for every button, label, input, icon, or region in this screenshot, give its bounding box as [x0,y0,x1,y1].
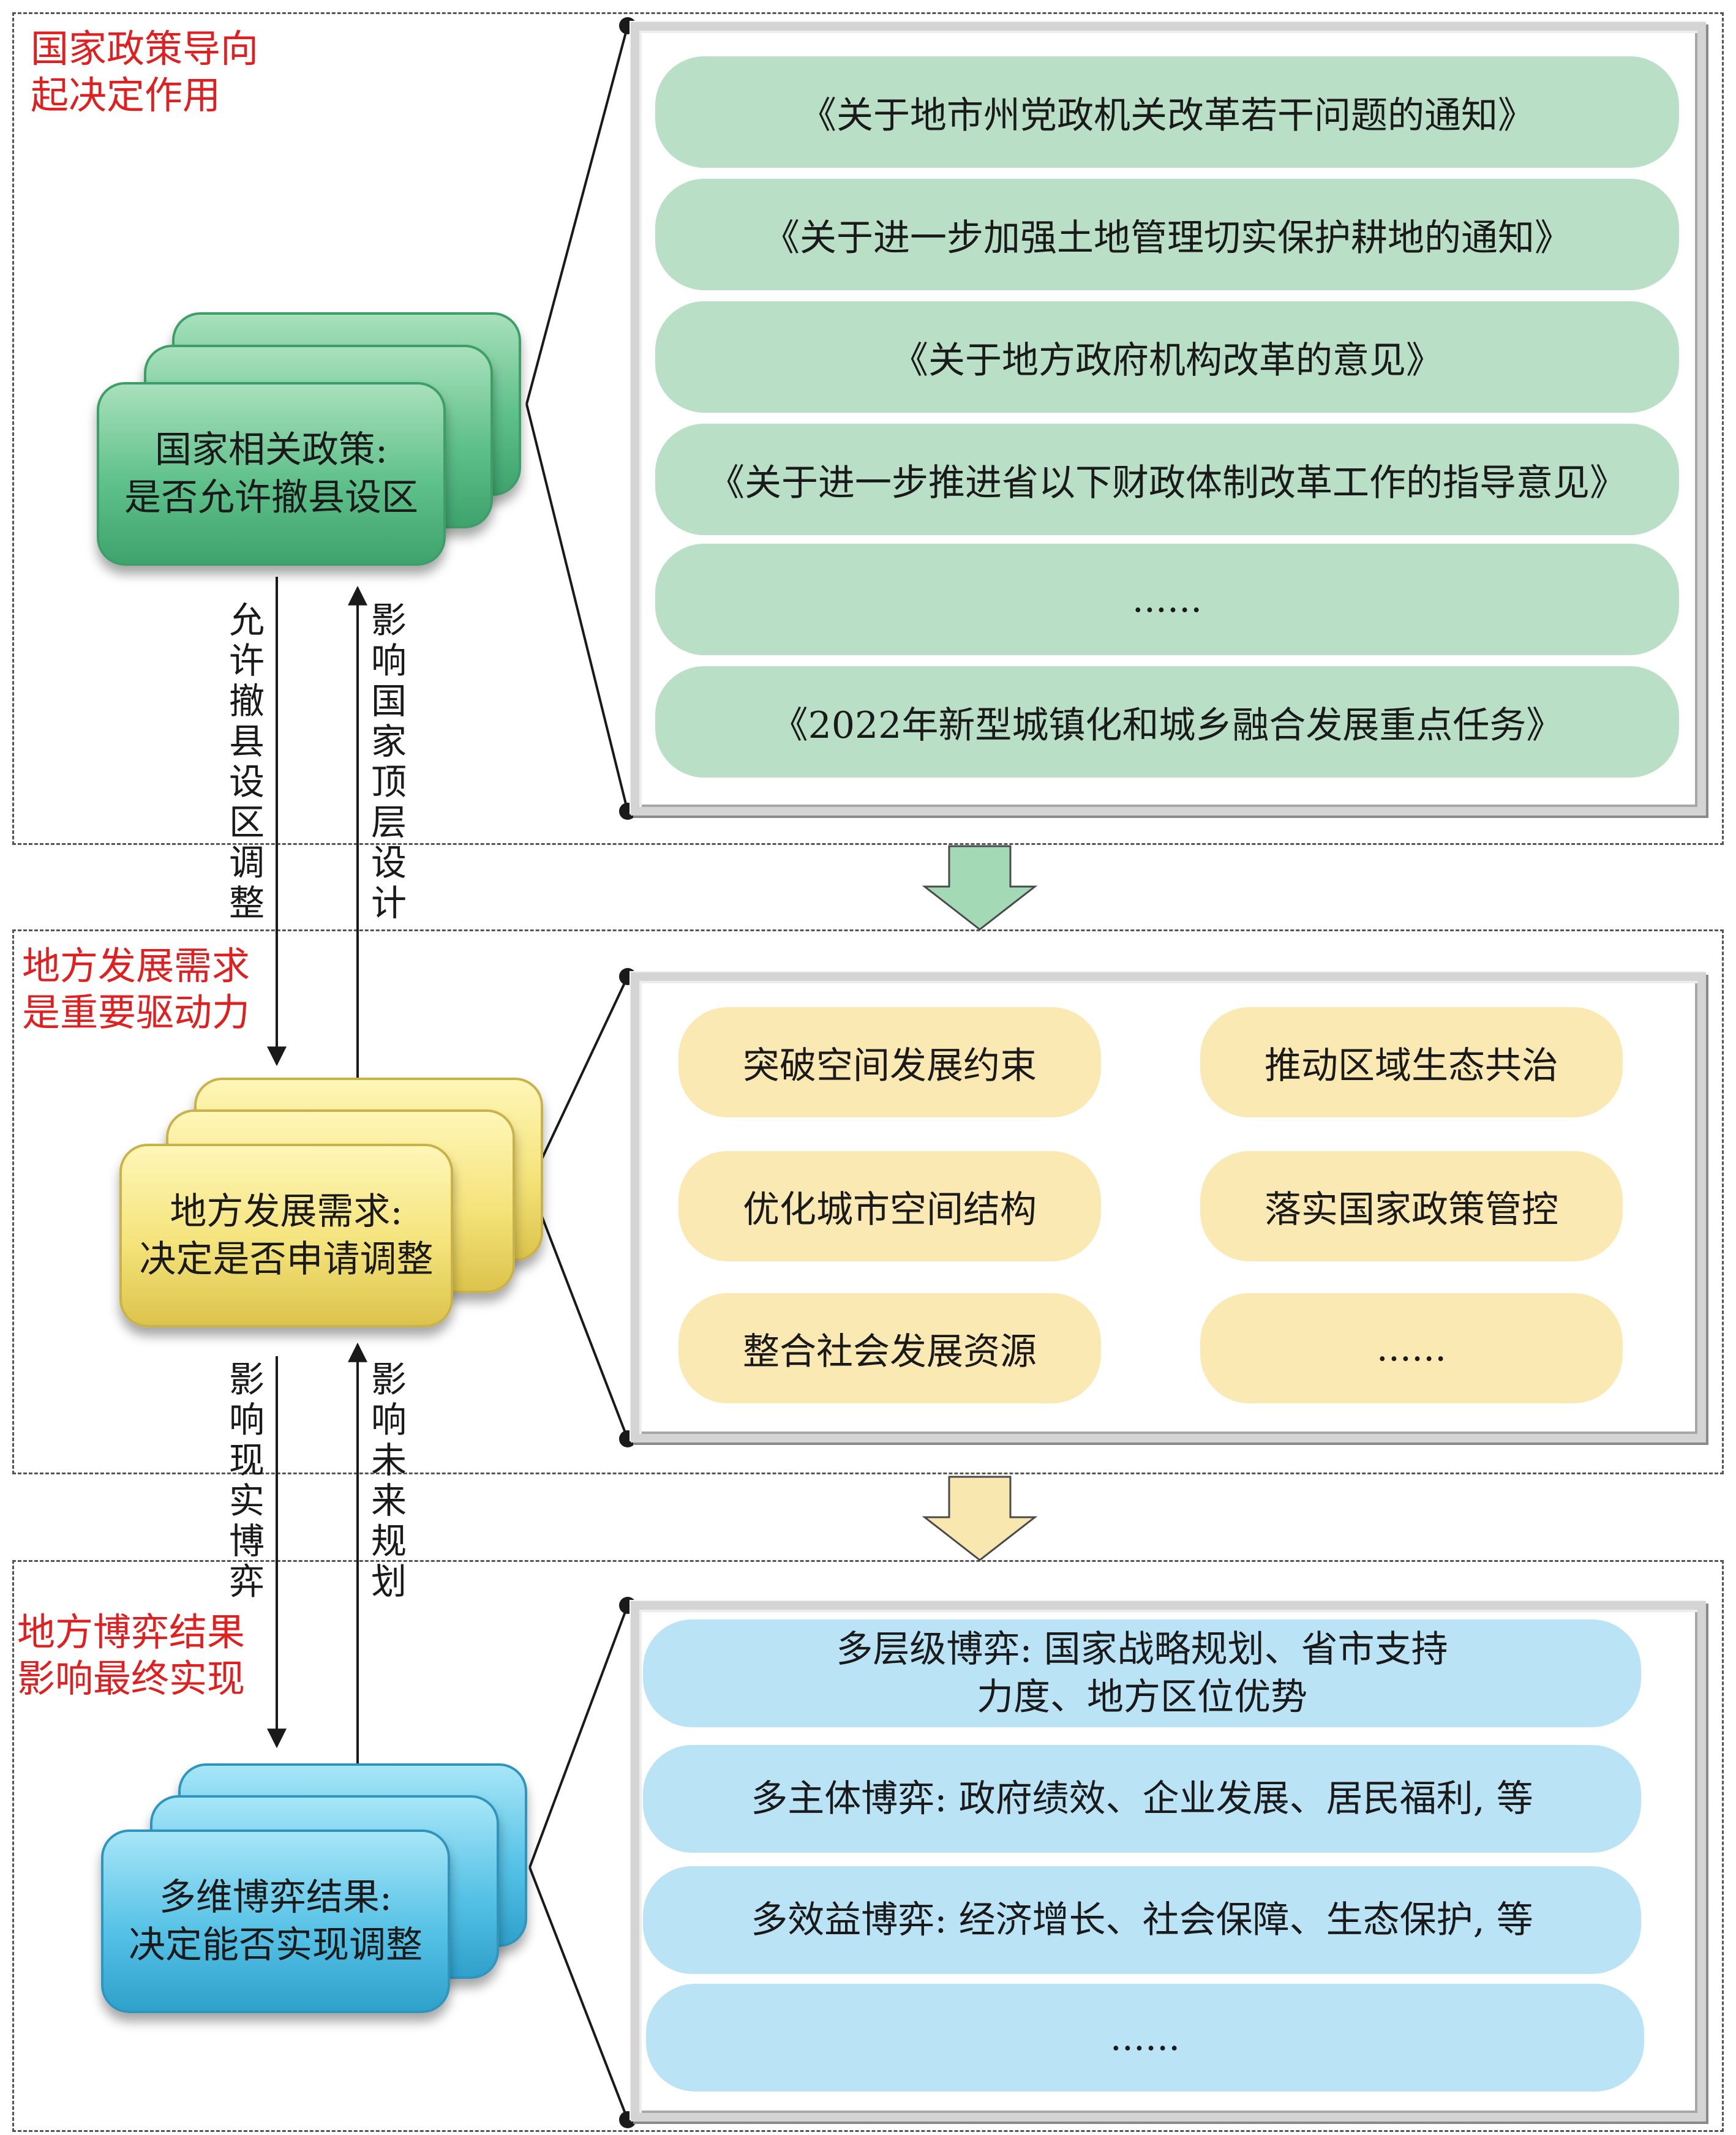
local-game-section [12,1560,1724,2132]
policy-card-stack: 国家相关政策: 是否允许撤县设区 [95,312,536,576]
demand-item-1: 突破空间发展约束 [678,1007,1101,1117]
block-arrow-green [922,845,1038,931]
callout-line [528,1867,629,2120]
policy-item-6: 《2022年新型城镇化和城乡融合发展重点任务》 [655,666,1679,778]
game-section-label: 地方博弈结果 影响最终实现 [17,1610,246,1701]
demand-item-5: 整合社会发展资源 [678,1293,1101,1403]
national-section-label: 国家政策导向 起决定作用 [31,26,259,118]
arrow-label-down-1: 允许撤县设区调整 [228,599,265,924]
result-card: 多维博弈结果: 决定能否实现调整 [101,1829,450,2013]
arrow-label-up-2: 影响未来规划 [370,1359,407,1602]
result-card-stack: 多维博弈结果: 决定能否实现调整 [101,1763,542,2027]
demand-item-2: 推动区域生态共治 [1200,1007,1623,1117]
demand-item-3: 优化城市空间结构 [678,1151,1101,1261]
game-item-1: 多层级博弈: 国家战略规划、省市支持 力度、地方区位优势 [643,1619,1641,1727]
game-item-4: ...... [646,1984,1644,2092]
policy-item-1: 《关于地市州党政机关改革若干问题的通知》 [655,56,1679,168]
callout-line [528,1184,629,1439]
demand-card: 地方发展需求: 决定是否申请调整 [119,1144,453,1327]
local-section-label: 地方发展需求 是重要驱动力 [22,944,250,1035]
national-policy-section [12,12,1724,845]
callout-line [525,403,629,812]
policy-item-3: 《关于地方政府机构改革的意见》 [655,301,1679,413]
arrow-label-up-1: 影响国家顶层设计 [370,599,407,924]
policy-card: 国家相关政策: 是否允许撤县设区 [97,382,446,566]
block-arrow-yellow [922,1476,1038,1561]
demand-card-stack: 地方发展需求: 决定是否申请调整 [119,1078,560,1341]
policy-item-5: ...... [655,544,1679,655]
demand-item-6: ...... [1200,1293,1623,1403]
demand-item-4: 落实国家政策管控 [1200,1151,1623,1261]
arrow-label-down-2: 影响现实博弈 [228,1359,265,1602]
callout-line [528,976,629,1185]
policy-item-2: 《关于进一步加强土地管理切实保护耕地的通知》 [655,179,1679,290]
callout-line [525,25,629,405]
game-item-3: 多效益博弈: 经济增长、社会保障、生态保护, 等 [643,1866,1641,1974]
local-demand-section [12,929,1724,1474]
policy-item-4: 《关于进一步推进省以下财政体制改革工作的指导意见》 [655,424,1679,535]
game-item-2: 多主体博弈: 政府绩效、企业发展、居民福利, 等 [643,1745,1641,1853]
callout-line [528,1605,629,1868]
